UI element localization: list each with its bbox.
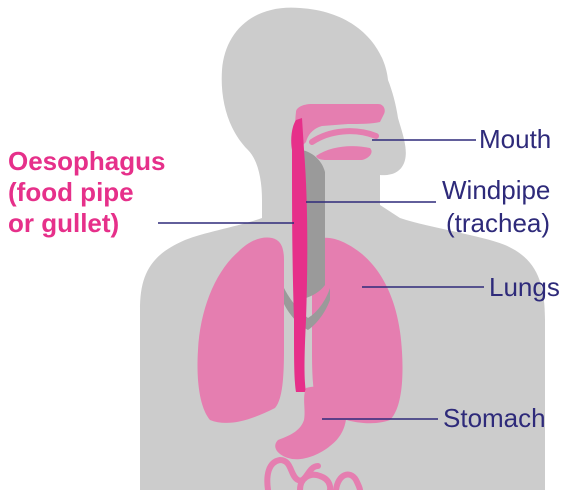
label-stomach: Stomach <box>443 403 546 433</box>
label-oesophagus-line1: Oesophagus <box>8 146 165 176</box>
label-windpipe-line1: Windpipe <box>442 175 550 205</box>
label-mouth: Mouth <box>479 124 551 154</box>
label-lungs: Lungs <box>489 272 560 302</box>
label-windpipe-line2: (trachea) <box>446 208 550 238</box>
label-oesophagus-line2: (food pipe <box>8 177 134 207</box>
label-oesophagus-line3: or gullet) <box>8 208 119 238</box>
